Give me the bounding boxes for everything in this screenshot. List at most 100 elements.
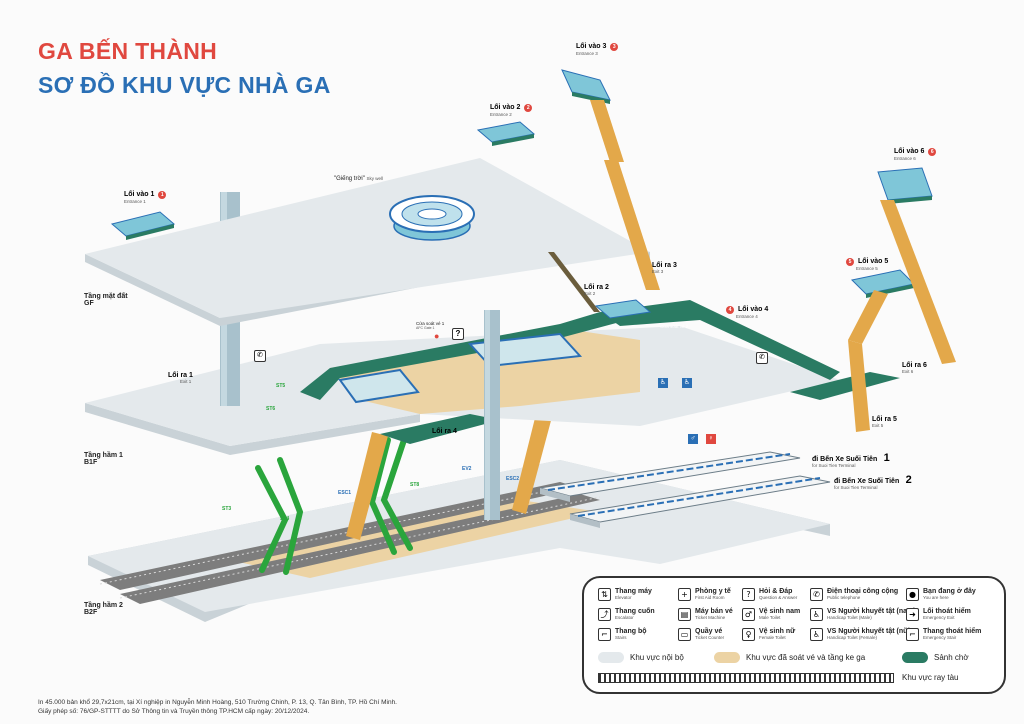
ticket-counter-icon: ▭ bbox=[678, 628, 691, 641]
question-icon: ? bbox=[452, 328, 464, 340]
entrance-6-label: Lối vào 6 6 Entrance 6 bbox=[894, 148, 937, 161]
canopy-entrance-6 bbox=[877, 167, 933, 204]
legend-item-sublabel: Public telephone bbox=[827, 595, 861, 600]
legend-item-label: VS Người khuyết tật (nam) bbox=[827, 608, 916, 615]
legend-item-sublabel: Emergency Exit bbox=[923, 615, 955, 620]
footer-line-1: In 45.000 bản khổ 29,7x21cm, tại Xí nghi… bbox=[38, 699, 397, 706]
tag-st4: ST4 bbox=[280, 516, 290, 522]
b1f-level bbox=[85, 300, 900, 455]
legend-item-sublabel: Elevator bbox=[615, 595, 632, 600]
handicap-toilet-icon: ♿ bbox=[658, 378, 668, 388]
diagram-subtitle: SƠ ĐỒ KHU VỰC NHÀ GA bbox=[38, 72, 331, 98]
legend-item-sublabel: Handicap Toilet (Male) bbox=[827, 615, 872, 620]
canopy-entrance-4 bbox=[594, 299, 652, 319]
legend-item: ♿VS Người khuyết tật (nam)Handicap Toile… bbox=[810, 608, 916, 621]
tag-st6-upper: ST6 bbox=[266, 406, 276, 412]
legend-area-internal: Khu vực nội bộ bbox=[630, 653, 684, 662]
b2f-tracks bbox=[99, 482, 601, 604]
tag-esc1: ESC1 bbox=[338, 490, 352, 496]
entrance-5-label: 5 Lối vào 5 Entrance 5 bbox=[846, 258, 888, 271]
you-are-here-icon: ● bbox=[434, 331, 440, 341]
legend-swatch-concourse bbox=[902, 652, 928, 663]
b1f-concourse-east bbox=[600, 300, 840, 380]
legend-item-sublabel: Question & Answer bbox=[759, 595, 798, 600]
question-icon: ? bbox=[742, 588, 755, 601]
entrance-stairs bbox=[548, 100, 956, 432]
legend-item-label: Hỏi & Đáp bbox=[759, 588, 793, 595]
train-2 bbox=[569, 475, 831, 528]
stairs-icon: ⌐ bbox=[598, 628, 611, 641]
tag-esc2: ESC2 bbox=[506, 476, 520, 482]
legend-item-label: Lối thoát hiểm bbox=[923, 608, 971, 615]
emergency-stair-icon: ⌐ bbox=[906, 628, 919, 641]
legend-swatch-paid bbox=[714, 652, 740, 663]
legend-item-label: Vệ sinh nam bbox=[759, 608, 801, 615]
legend-item-label: Bạn đang ở đây bbox=[923, 588, 976, 595]
legend-item-label: VS Người khuyết tật (nữ) bbox=[827, 628, 911, 635]
skywell-dome bbox=[389, 195, 475, 241]
legend-area-concourse: Sảnh chờ bbox=[934, 653, 969, 662]
legend-item-sublabel: Stairs bbox=[615, 635, 627, 640]
legend-item-label: Thang bộ bbox=[615, 628, 647, 635]
male-toilet-icon: ♂ bbox=[742, 608, 755, 621]
b1f-exit4-corridor bbox=[380, 414, 500, 444]
b1f-void-1 bbox=[338, 368, 420, 404]
legend-area-paid: Khu vực đã soát vé và tầng ke ga bbox=[746, 653, 866, 662]
footer-line-2: Giấy phép số: 76/GP-STTTT do Sở Thông ti… bbox=[38, 708, 310, 715]
b2f-level bbox=[88, 451, 831, 622]
direction-1-label: đi Bến Xe Suối Tiên 1 for Suoi Tien Term… bbox=[812, 452, 890, 468]
entrance-3-label: Lối vào 3 3 Entrance 3 bbox=[576, 43, 619, 56]
ticket-machine-icon: ▤ bbox=[678, 608, 691, 621]
legend-item: ♿VS Người khuyết tật (nữ)Handicap Toilet… bbox=[810, 628, 911, 641]
legend-item-label: Thang cuốn bbox=[615, 608, 655, 615]
first-aid-icon: + bbox=[678, 588, 691, 601]
legend-item-label: Thang máy bbox=[615, 588, 652, 595]
tag-ev2: EV2 bbox=[462, 466, 472, 472]
legend-item-sublabel: Ticket Counter bbox=[695, 635, 725, 640]
ground-level bbox=[85, 158, 650, 326]
tag-st5: ST5 bbox=[276, 383, 286, 389]
entrance-2-label: Lối vào 2 2 Entrance 2 bbox=[490, 104, 533, 117]
escalator-icon: ⤴ bbox=[598, 608, 611, 621]
elevator-icon: ⇅ bbox=[598, 588, 611, 601]
telephone-icon: ✆ bbox=[810, 588, 823, 601]
b1f-slab-side bbox=[85, 403, 420, 455]
legend-item-label: Điện thoại công cộng bbox=[827, 588, 899, 595]
handicap-female-icon: ♿ bbox=[810, 628, 823, 641]
station-title: GA BẾN THÀNH bbox=[38, 38, 218, 64]
legend-item-sublabel: Female Toilet bbox=[759, 635, 786, 640]
legend-item-sublabel: First Aid Room bbox=[695, 595, 725, 600]
legend-item-label: Phòng y tế bbox=[695, 588, 731, 595]
legend-item-label: Vệ sinh nữ bbox=[759, 628, 796, 635]
legend-item-label: Thang thoát hiểm bbox=[923, 628, 982, 635]
entrance-4-label: 4 Lối vào 4 Entrance 4 bbox=[726, 306, 768, 319]
tag-st3: ST3 bbox=[222, 506, 232, 512]
legend-item-label: Máy bán vé bbox=[695, 608, 733, 615]
legend-item-sublabel: Emergency Stair bbox=[923, 635, 957, 640]
gf-slab bbox=[85, 158, 650, 318]
exit-4-label: Lối ra 4 bbox=[432, 428, 457, 435]
female-toilet-icon: ♀ bbox=[742, 628, 755, 641]
skywell-label: "Giếng trời" Sky well bbox=[334, 176, 384, 182]
telephone-icon: ✆ bbox=[254, 350, 266, 362]
